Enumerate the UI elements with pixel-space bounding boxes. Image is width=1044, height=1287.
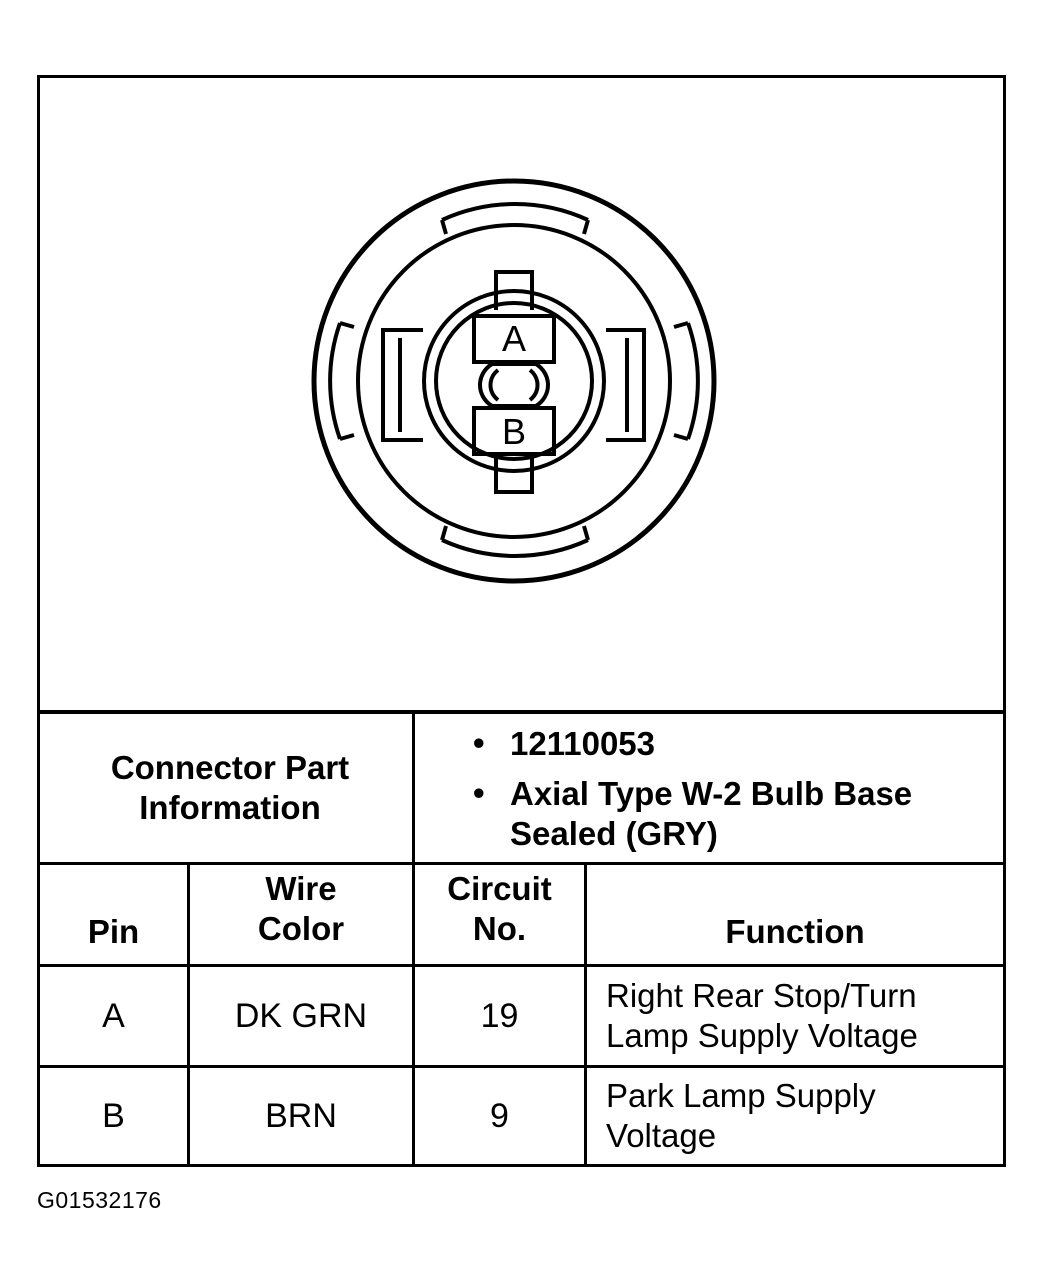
bulb-seat-left-arc: [488, 368, 500, 402]
circuit-b-cell: 9: [490, 1097, 509, 1135]
connector-info-label: Connector Part Information: [40, 714, 412, 862]
table-rule-header: [40, 964, 1003, 967]
bulb-seat-outline: [478, 362, 550, 408]
inner-seal-ring: [356, 223, 672, 539]
table-row-b-circuit: 9: [415, 1068, 584, 1164]
table-row-b-wire: BRN: [190, 1068, 412, 1164]
figure-code: G01532176: [37, 1187, 162, 1213]
wire-a-cell: DK GRN: [234, 997, 368, 1035]
function-b-line1: Park Lamp Supply: [606, 1077, 876, 1114]
connector-info-label-line2: Information: [139, 789, 321, 826]
connector-table: Connector Part Information • 12110053 • …: [40, 710, 1003, 1164]
function-a-line2: Lamp Supply Voltage: [606, 1017, 918, 1054]
bulb-seat-right-arc: [528, 368, 540, 402]
pin-a-label: A: [502, 318, 526, 359]
table-row-a-function: Right Rear Stop/Turn Lamp Supply Voltage: [587, 967, 1003, 1065]
bottom-key: [494, 452, 534, 494]
table-row-b-pin: B: [40, 1068, 187, 1164]
header-function: Function: [587, 865, 1003, 964]
outer-housing-ring: [311, 178, 717, 584]
table-row-a-pin: A: [40, 967, 187, 1065]
connector-info-bullet: •: [473, 774, 485, 811]
connector-type-line1: Axial Type W-2 Bulb Base: [510, 775, 913, 812]
connector-face-svg: A B: [311, 178, 717, 584]
header-pin-text: Pin: [87, 913, 140, 950]
table-row-a-circuit: 19: [415, 967, 584, 1065]
header-pin: Pin: [40, 865, 187, 964]
table-rule-v-pin: [187, 862, 190, 1164]
wire-b-cell: BRN: [265, 1097, 337, 1135]
header-circuit-no: Circuit No.: [415, 865, 584, 964]
pin-b-cell: B: [102, 1097, 125, 1135]
table-row-b-function: Park Lamp Supply Voltage: [587, 1068, 1003, 1164]
socket-ring-outer: [422, 289, 606, 473]
pin-b-label: B: [502, 411, 526, 452]
table-rule-v-circuit: [584, 862, 587, 1164]
left-locking-tab: [381, 328, 423, 442]
header-wire-line2: Color: [257, 909, 345, 947]
locking-ring-notches: [339, 219, 689, 541]
header-function-text: Function: [725, 913, 865, 950]
table-rule-v-info: [412, 710, 415, 1164]
locking-ring: [328, 202, 700, 558]
connector-type-line2: Sealed (GRY): [510, 815, 718, 852]
socket-ring-inner: [434, 301, 594, 461]
right-locking-tab: [606, 328, 646, 442]
header-circuit-line2: No.: [472, 909, 527, 947]
pin-a-cell: A: [102, 997, 125, 1035]
connector-info-items: • 12110053 • Axial Type W-2 Bulb Base Se…: [415, 714, 1003, 862]
header-circuit-line1: Circuit: [447, 869, 552, 907]
connector-info-label-line1: Connector Part: [110, 749, 350, 786]
function-a-line1: Right Rear Stop/Turn: [606, 977, 917, 1014]
connector-info-bullet: •: [473, 724, 485, 761]
diagram-frame: A B Connector Part Information • 1211005…: [37, 75, 1006, 1167]
top-key: [494, 270, 534, 310]
table-row-a-wire: DK GRN: [190, 967, 412, 1065]
table-rule-top: [40, 710, 1003, 714]
table-rule-info: [40, 862, 1003, 865]
header-wire-color: Wire Color: [190, 865, 412, 964]
table-rule-row: [40, 1065, 1003, 1068]
function-b-line2: Voltage: [606, 1117, 717, 1154]
circuit-a-cell: 19: [480, 997, 519, 1035]
connector-face-diagram: A B: [40, 78, 1003, 710]
header-wire-line1: Wire: [265, 869, 337, 907]
connector-part-number: 12110053: [510, 725, 656, 762]
